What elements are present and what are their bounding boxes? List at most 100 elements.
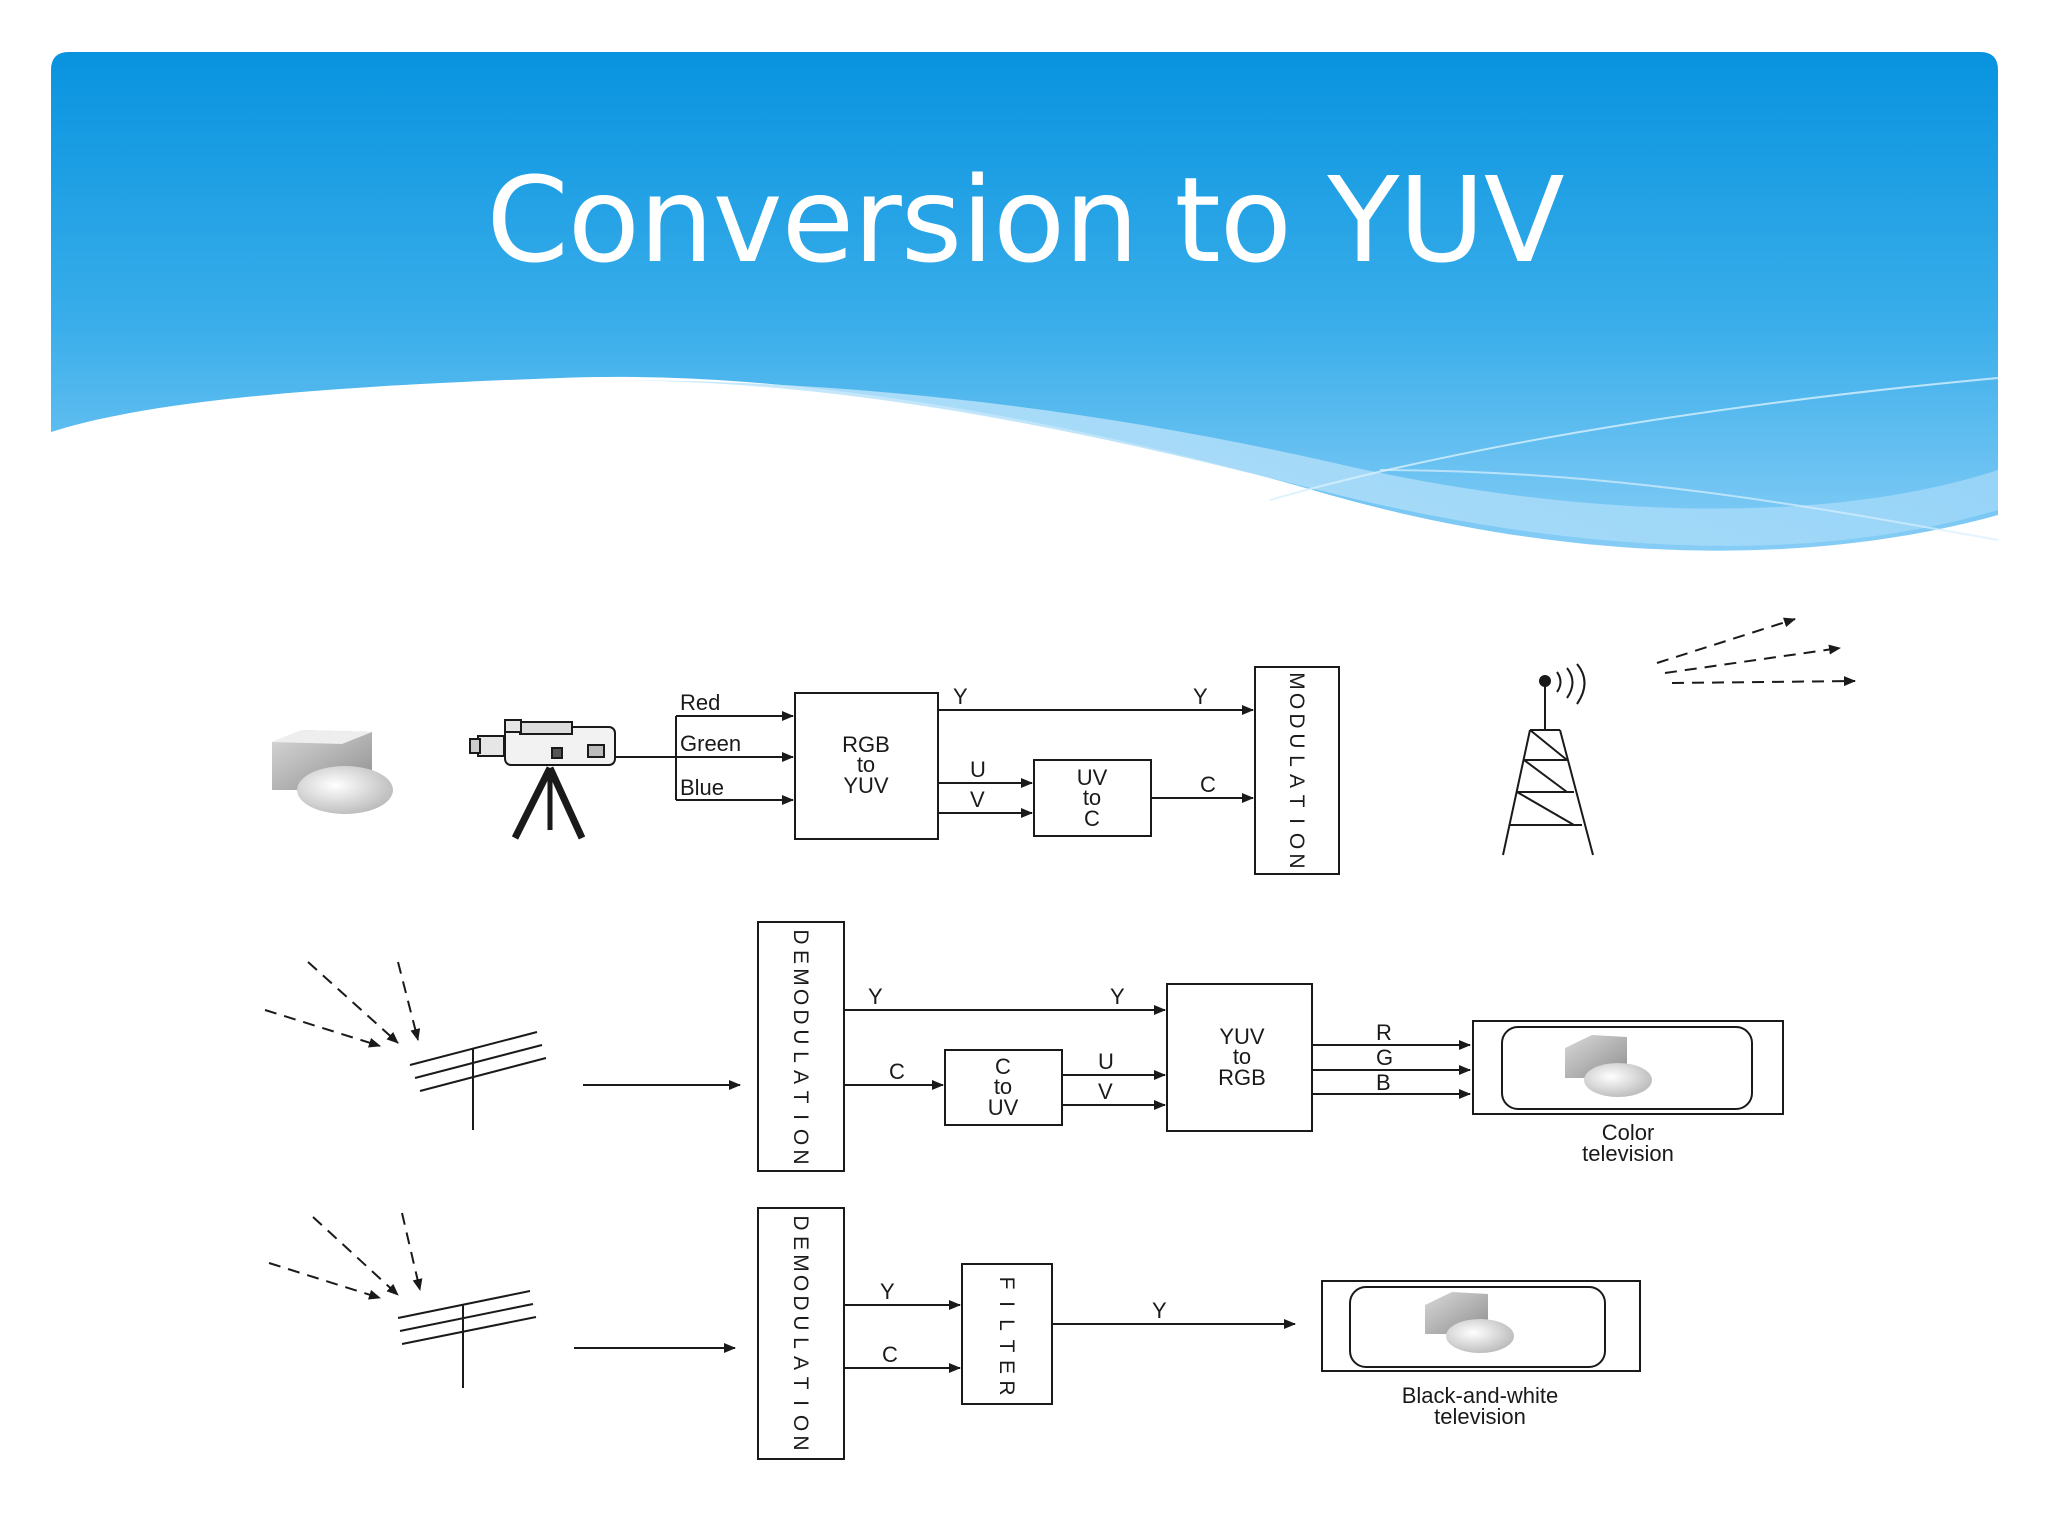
c-to-uv-line-1: C bbox=[995, 1054, 1011, 1079]
modulation-letter: N bbox=[1285, 853, 1308, 868]
color-tv-caption-2: television bbox=[1582, 1141, 1674, 1166]
c-label-rx: C bbox=[889, 1059, 905, 1084]
modulation-letter: L bbox=[1285, 755, 1308, 767]
blue-label: Blue bbox=[680, 775, 724, 800]
slide-title: Conversion to YUV bbox=[486, 151, 1564, 289]
header-wave-line-1 bbox=[1269, 377, 1999, 501]
v-label-tx: V bbox=[970, 787, 985, 812]
header-wave-light bbox=[600, 380, 1998, 546]
demodulation-block-bw bbox=[757, 1207, 845, 1460]
yuv-to-rgb-line-3: RGB bbox=[1218, 1065, 1266, 1090]
bw-tv-caption-1: Black-and-white bbox=[1402, 1383, 1559, 1408]
demodulation-letter: O bbox=[789, 1415, 812, 1431]
c-label-bw: C bbox=[882, 1342, 898, 1367]
y-label-rx-2: Y bbox=[1110, 984, 1125, 1009]
demodulation-letter: M bbox=[789, 968, 812, 986]
demodulation-letter: T bbox=[789, 1377, 812, 1390]
red-label: Red bbox=[680, 690, 720, 715]
uv-to-c-line-3: C bbox=[1084, 806, 1100, 831]
modulation-letter: U bbox=[1285, 733, 1308, 748]
demodulation-letter: D bbox=[789, 1295, 812, 1310]
r-label: R bbox=[1376, 1020, 1392, 1045]
filter-block bbox=[961, 1263, 1053, 1405]
header-band bbox=[51, 52, 1998, 551]
u-label-tx: U bbox=[970, 757, 986, 782]
demodulation-letter: T bbox=[789, 1091, 812, 1104]
scene-object-icon bbox=[272, 730, 393, 814]
filter-letter: L bbox=[995, 1319, 1018, 1331]
demodulation-letter: O bbox=[789, 1275, 812, 1291]
demodulation-letter: O bbox=[789, 1129, 812, 1145]
demodulation-letter: O bbox=[789, 989, 812, 1005]
demodulation-letter: A bbox=[789, 1070, 812, 1084]
filter-text: F I L T E R bbox=[995, 1277, 1018, 1396]
demodulation-letter: A bbox=[789, 1356, 812, 1370]
modulation-letter: A bbox=[1285, 774, 1308, 788]
antenna-icon bbox=[409, 1031, 547, 1130]
demodulation-letter: I bbox=[789, 1400, 812, 1406]
modulation-letter: O bbox=[1285, 693, 1308, 709]
incoming-signal-icon-bw bbox=[268, 1212, 423, 1300]
green-label: Green bbox=[680, 731, 741, 756]
demodulation-letter: U bbox=[789, 1315, 812, 1330]
demodulation-text-bw: D E M O D U L A T I O N bbox=[789, 1215, 812, 1450]
u-label-rx: U bbox=[1098, 1049, 1114, 1074]
demodulation-letter: N bbox=[789, 1149, 812, 1164]
uv-to-c-line-2: to bbox=[1083, 785, 1101, 810]
filter-letter: I bbox=[995, 1301, 1018, 1307]
b-label: B bbox=[1376, 1070, 1391, 1095]
demodulation-letter: N bbox=[789, 1435, 812, 1450]
broadcast-waves-icon bbox=[1656, 617, 1856, 687]
c-label-tx: C bbox=[1200, 772, 1216, 797]
modulation-block bbox=[1254, 666, 1340, 875]
yuv-to-rgb-line-2: to bbox=[1233, 1044, 1251, 1069]
filter-letter: E bbox=[995, 1360, 1018, 1374]
c-to-uv-block bbox=[944, 1049, 1063, 1126]
antenna-icon-bw bbox=[397, 1290, 537, 1388]
c-to-uv-line-2: to bbox=[994, 1074, 1012, 1099]
y-label-tx-1: Y bbox=[953, 684, 968, 709]
rgb-to-yuv-block bbox=[794, 692, 939, 840]
video-camera-icon bbox=[469, 719, 616, 840]
demodulation-text-color: D E M O D U L A T I O N bbox=[789, 929, 812, 1164]
black-and-white-television-icon bbox=[1321, 1280, 1641, 1372]
header-wave-line-2 bbox=[1379, 469, 1999, 541]
modulation-letter: I bbox=[1285, 818, 1308, 824]
y-label-rx-1: Y bbox=[868, 984, 883, 1009]
c-to-uv-line-3: UV bbox=[988, 1095, 1019, 1120]
demodulation-letter: D bbox=[789, 1009, 812, 1024]
filter-letter: T bbox=[995, 1340, 1018, 1353]
y-label-tx-2: Y bbox=[1193, 684, 1208, 709]
modulation-letter: M bbox=[1285, 672, 1308, 690]
v-label-rx: V bbox=[1098, 1079, 1113, 1104]
demodulation-letter: D bbox=[789, 929, 812, 944]
g-label: G bbox=[1376, 1045, 1393, 1070]
demodulation-letter: L bbox=[789, 1337, 812, 1349]
demodulation-letter: L bbox=[789, 1051, 812, 1063]
rgb-to-yuv-line-2: to bbox=[857, 752, 875, 777]
rgb-to-yuv-line-3: YUV bbox=[843, 773, 889, 798]
filter-letter: R bbox=[995, 1380, 1018, 1395]
filter-letter: F bbox=[995, 1277, 1018, 1290]
demodulation-letter: I bbox=[789, 1114, 812, 1120]
modulation-letter: D bbox=[1285, 713, 1308, 728]
y-label-bw-2: Y bbox=[1152, 1298, 1167, 1323]
demodulation-letter: E bbox=[789, 1236, 812, 1250]
color-tv-caption-1: Color bbox=[1602, 1120, 1655, 1145]
modulation-letter: T bbox=[1285, 795, 1308, 808]
demodulation-block-color bbox=[757, 921, 845, 1172]
rgb-to-yuv-line-1: RGB bbox=[842, 732, 890, 757]
demodulation-letter: U bbox=[789, 1029, 812, 1044]
uv-to-c-line-1: UV bbox=[1077, 765, 1108, 790]
demodulation-letter: E bbox=[789, 950, 812, 964]
color-television-icon bbox=[1472, 1020, 1784, 1115]
bw-tv-caption-2: television bbox=[1434, 1404, 1526, 1429]
demodulation-letter: D bbox=[789, 1215, 812, 1230]
yuv-to-rgb-line-1: YUV bbox=[1219, 1024, 1265, 1049]
demodulation-letter: M bbox=[789, 1254, 812, 1272]
transmission-tower-icon bbox=[1502, 663, 1594, 856]
modulation-text: M O D U L A T I O N bbox=[1285, 672, 1308, 868]
yuv-to-rgb-block bbox=[1166, 983, 1313, 1132]
